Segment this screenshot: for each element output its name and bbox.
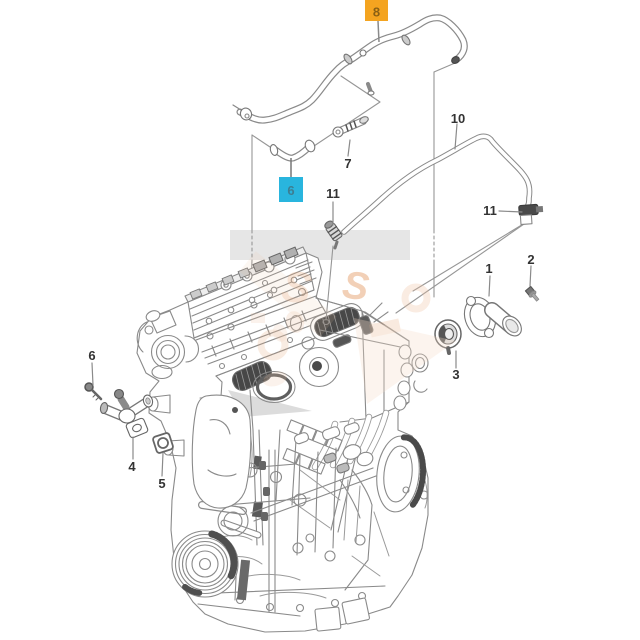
svg-text:S: S <box>340 263 372 309</box>
svg-text:4: 4 <box>128 459 136 474</box>
svg-text:6: 6 <box>88 348 95 363</box>
svg-text:11: 11 <box>483 203 497 218</box>
svg-text:11: 11 <box>326 186 340 201</box>
svg-text:5: 5 <box>158 476 165 491</box>
svg-text:10: 10 <box>451 111 465 126</box>
svg-text:8: 8 <box>373 5 380 20</box>
svg-text:2: 2 <box>527 252 534 267</box>
svg-text:1: 1 <box>485 261 492 276</box>
svg-text:3: 3 <box>452 367 459 382</box>
svg-text:6: 6 <box>287 183 294 198</box>
svg-text:7: 7 <box>344 156 351 171</box>
svg-text:S: S <box>279 261 315 314</box>
